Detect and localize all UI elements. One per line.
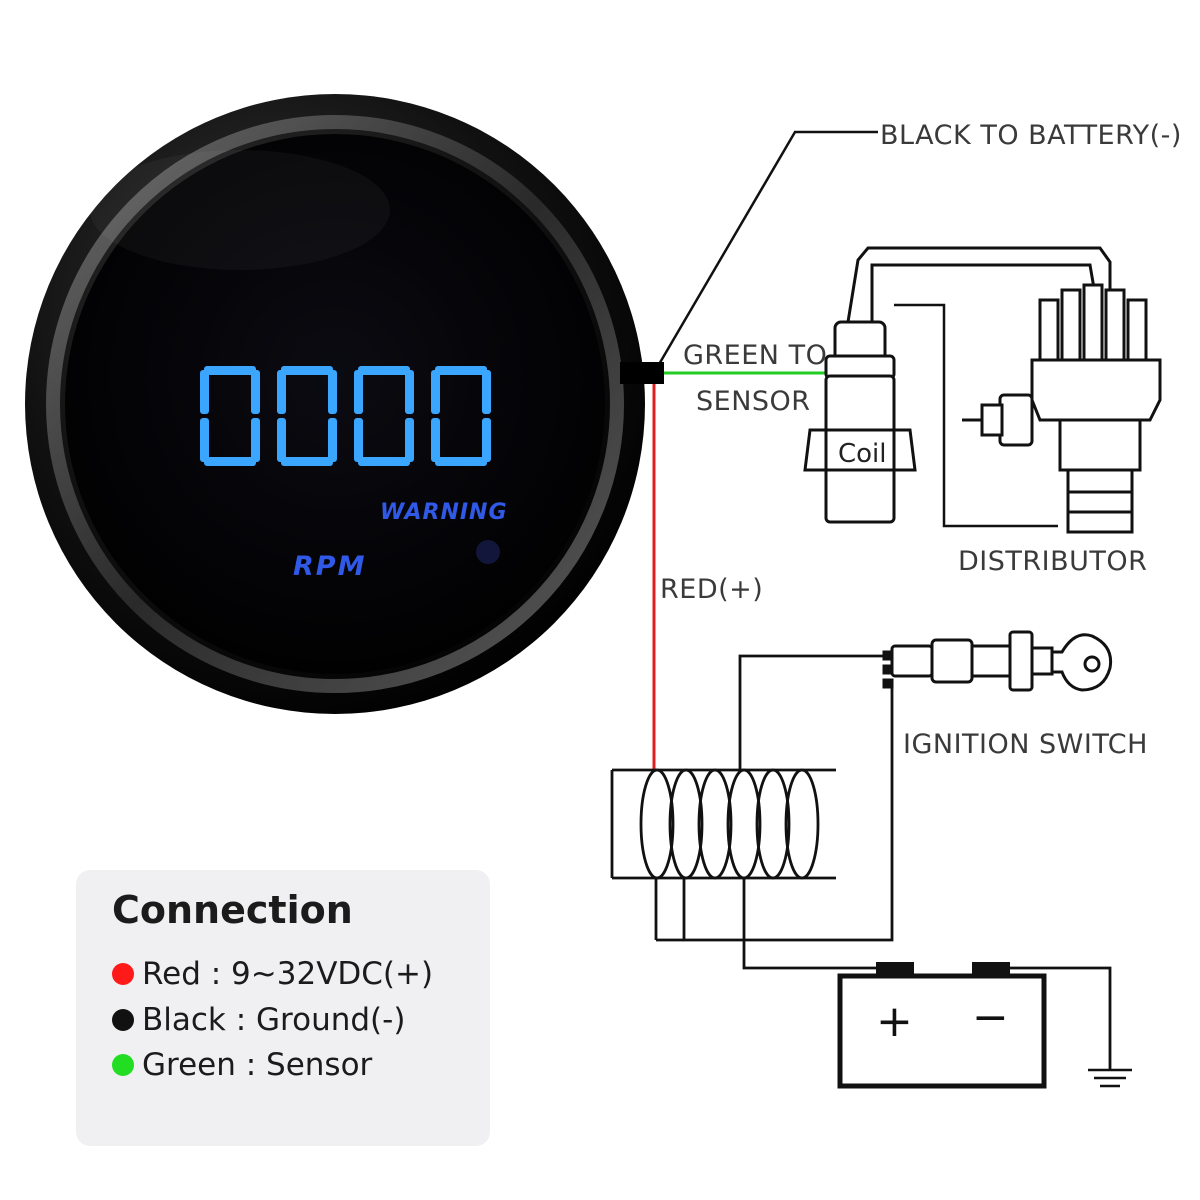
connection-item-red: Red : 9~32VDC(+) <box>112 954 433 994</box>
digit-segment <box>200 418 209 462</box>
wires <box>620 130 878 772</box>
digit-segment <box>358 457 410 466</box>
digit-segment <box>435 457 487 466</box>
digit-segment <box>482 418 491 462</box>
digit-segment <box>281 366 333 375</box>
battery: + − <box>837 962 1047 1089</box>
readout-digit <box>200 366 260 466</box>
label-green-to-line2: SENSOR <box>696 386 811 417</box>
connection-item-label: Black : Ground(-) <box>142 1002 406 1038</box>
readout-digit <box>431 366 491 466</box>
connection-item-green: Green : Sensor <box>112 1045 372 1085</box>
relay-winding <box>610 654 1112 1070</box>
digit-segment <box>431 418 440 462</box>
digit-segment <box>251 370 260 414</box>
connection-item-black: Black : Ground(-) <box>112 1000 405 1040</box>
gauge-ring <box>46 115 624 693</box>
connection-legend-card: Connection Red : 9~32VDC(+) Black : Grou… <box>76 870 490 1146</box>
digit-segment <box>354 370 363 414</box>
digit-segment <box>435 366 487 375</box>
coil-label: Coil <box>838 439 887 469</box>
digit-segment <box>328 418 337 462</box>
connection-item-label: Green : Sensor <box>142 1047 373 1083</box>
digit-segment <box>482 370 491 414</box>
readout-digit <box>354 366 414 466</box>
digit-segment <box>281 457 333 466</box>
digit-segment <box>251 418 260 462</box>
battery-body <box>837 973 1047 1089</box>
tachometer-gauge: WARNING RPM <box>25 94 645 714</box>
warning-indicator-led <box>476 540 500 564</box>
label-green-to-line1: GREEN TO <box>683 340 827 371</box>
green-dot-icon <box>112 1054 134 1076</box>
ignition-coil: Coil <box>803 246 1112 528</box>
digit-segment <box>354 418 363 462</box>
label-red-plus: RED(+) <box>660 574 763 605</box>
gauge-rpm-label: RPM <box>293 551 366 582</box>
digit-segment <box>358 366 410 375</box>
battery-minus-label: − <box>972 992 1009 1043</box>
label-black-to-battery: BLACK TO BATTERY(-) <box>880 120 1182 151</box>
digit-segment <box>431 370 440 414</box>
red-dot-icon <box>112 963 134 985</box>
gauge-glare <box>90 150 390 270</box>
digit-segment <box>405 370 414 414</box>
gauge-digit-readout <box>200 366 491 466</box>
ignition-switch <box>882 630 1113 692</box>
digit-segment <box>328 370 337 414</box>
digit-segment <box>405 418 414 462</box>
digit-segment <box>200 370 209 414</box>
connection-item-label: Red : 9~32VDC(+) <box>142 956 434 992</box>
gauge-warning-label: WARNING <box>380 500 508 525</box>
coil-ht-lead <box>846 246 1112 323</box>
digit-segment <box>204 366 256 375</box>
readout-digit <box>277 366 337 466</box>
key-icon <box>1050 633 1113 692</box>
black-dot-icon <box>112 1009 134 1031</box>
distributor <box>962 283 1162 534</box>
ground-symbol-icon <box>1088 1068 1132 1088</box>
digit-segment <box>204 457 256 466</box>
label-ignition-switch: IGNITION SWITCH <box>903 729 1148 760</box>
digit-segment <box>277 418 286 462</box>
digit-segment <box>277 370 286 414</box>
label-distributor: DISTRIBUTOR <box>958 546 1147 577</box>
wire-connector-block <box>620 362 664 384</box>
black-wire <box>656 130 878 367</box>
connection-title: Connection <box>112 888 353 932</box>
battery-plus-label: + <box>876 996 913 1047</box>
